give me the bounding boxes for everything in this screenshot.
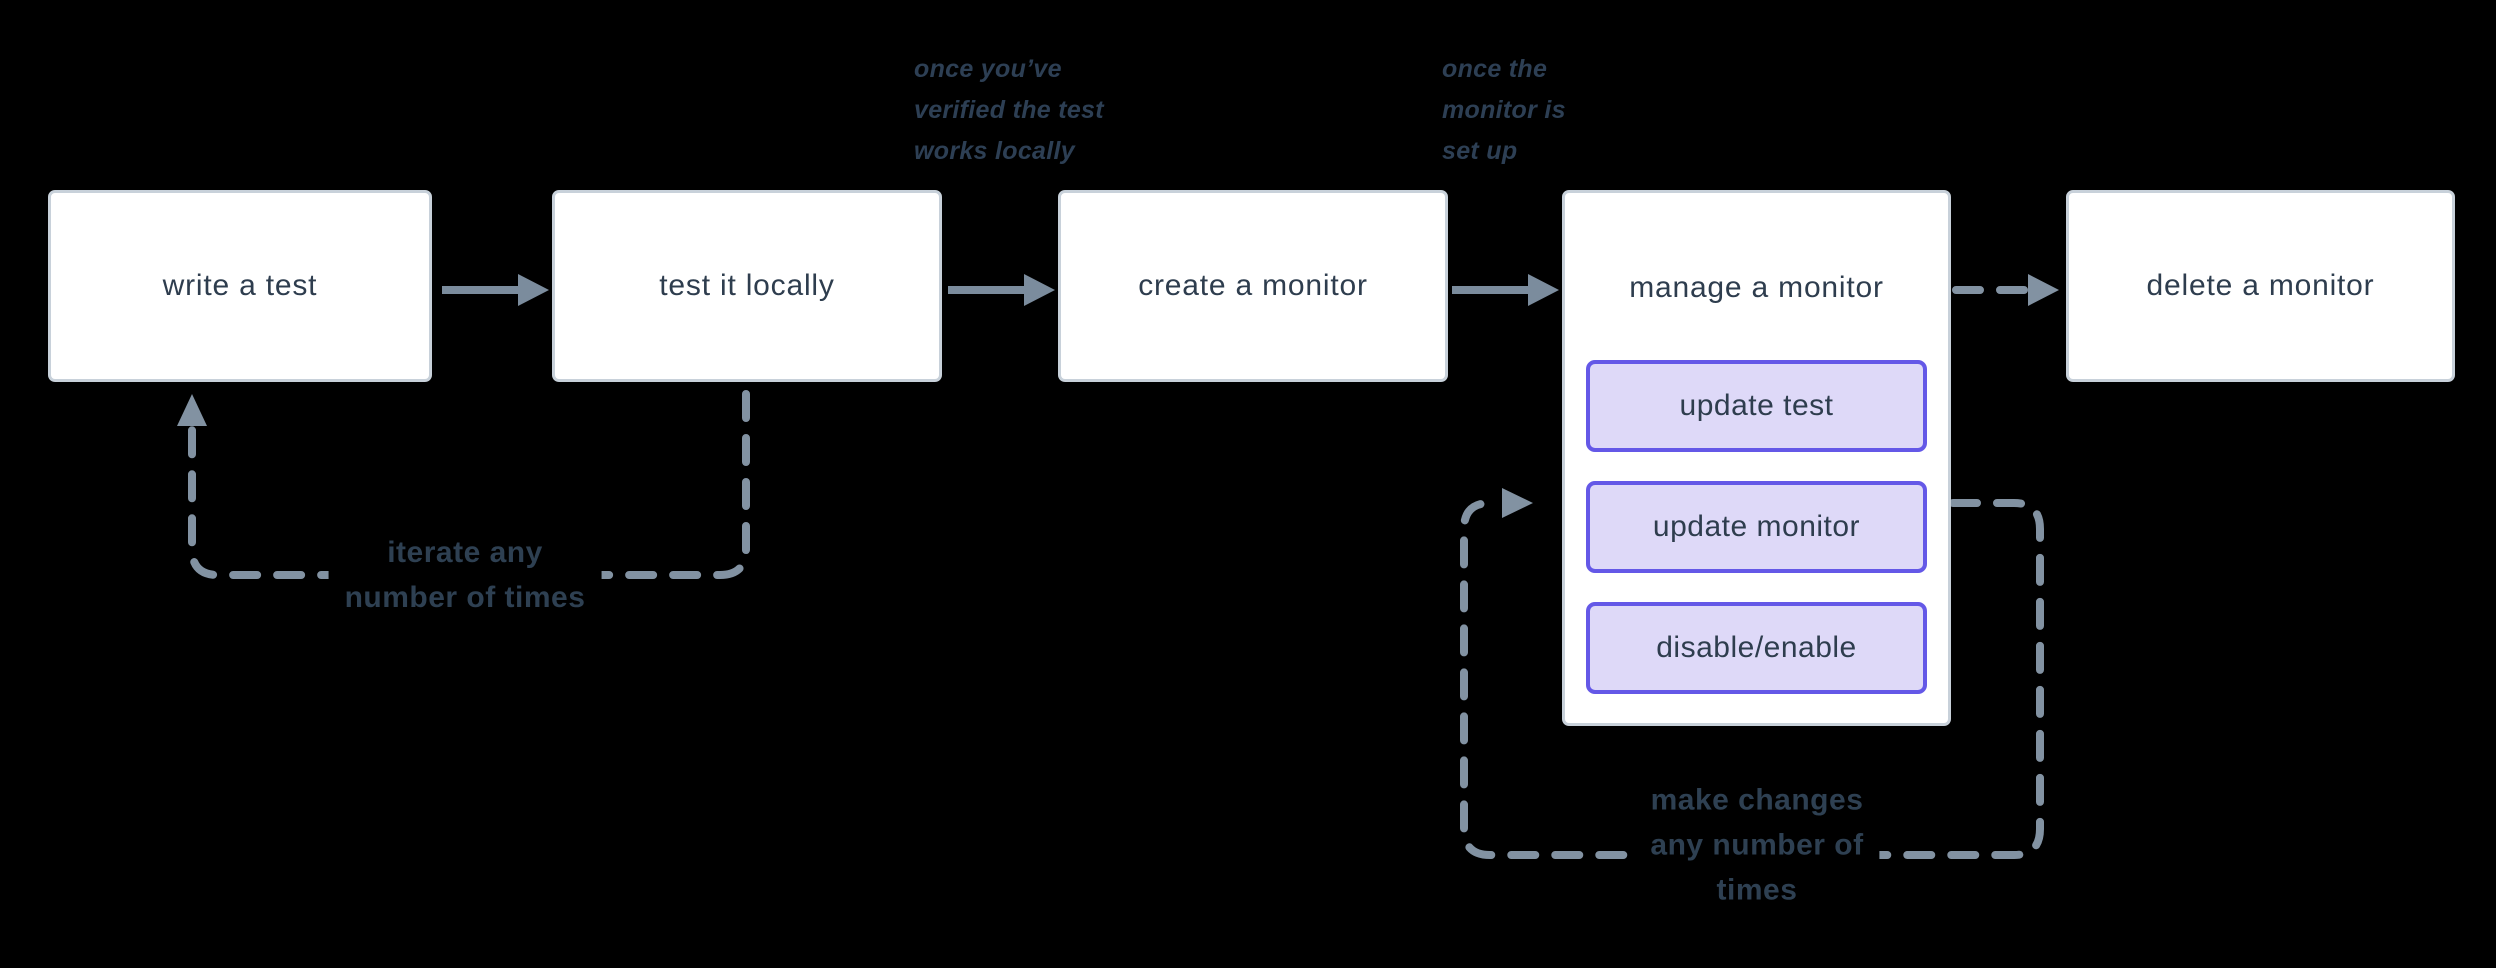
node-write-a-test: write a test: [48, 190, 432, 382]
arrow-create-to-manage: [1452, 274, 1559, 306]
action-label: update monitor: [1652, 510, 1861, 543]
action-update-monitor: update monitor: [1586, 481, 1927, 573]
loop-label-make-changes: make changes any number of times: [1634, 775, 1880, 915]
loop-label-line: number of times: [344, 581, 586, 614]
arrow-manage-to-delete: [1952, 274, 2059, 306]
action-update-test: update test: [1586, 360, 1927, 452]
node-label: delete a monitor: [2146, 269, 2375, 302]
annotation-line: once the: [1442, 55, 1548, 83]
node-label: write a test: [162, 269, 318, 302]
loop-label-line: make changes: [1650, 783, 1864, 817]
loop-label-line: times: [1716, 873, 1798, 907]
annotation-once-verified: once you’ve verified the test works loca…: [914, 49, 1104, 172]
node-create-a-monitor: create a monitor: [1058, 190, 1448, 382]
action-label: update test: [1679, 389, 1834, 422]
node-label: test it locally: [659, 269, 835, 302]
arrow-test-to-create: [948, 274, 1055, 306]
node-test-it-locally: test it locally: [552, 190, 942, 382]
node-manage-a-monitor: manage a monitor update test update moni…: [1562, 190, 1951, 726]
annotation-line: set up: [1442, 137, 1518, 165]
action-disable-enable: disable/enable: [1586, 602, 1927, 694]
node-label: create a monitor: [1138, 269, 1368, 302]
annotation-line: works locally: [914, 137, 1075, 165]
node-label: manage a monitor: [1629, 271, 1884, 304]
annotation-line: once you’ve: [914, 55, 1062, 83]
annotation-line: monitor is: [1442, 96, 1566, 124]
loop-label-line: any number of: [1650, 828, 1864, 862]
annotation-line: verified the test: [914, 96, 1104, 124]
loop-label-line: iterate any: [387, 536, 543, 569]
arrow-write-to-test: [442, 274, 549, 306]
annotation-once-set-up: once the monitor is set up: [1442, 49, 1566, 172]
node-delete-a-monitor: delete a monitor: [2066, 190, 2455, 382]
loop-label-iterate: iterate any number of times: [328, 528, 602, 622]
action-label: disable/enable: [1656, 631, 1857, 664]
